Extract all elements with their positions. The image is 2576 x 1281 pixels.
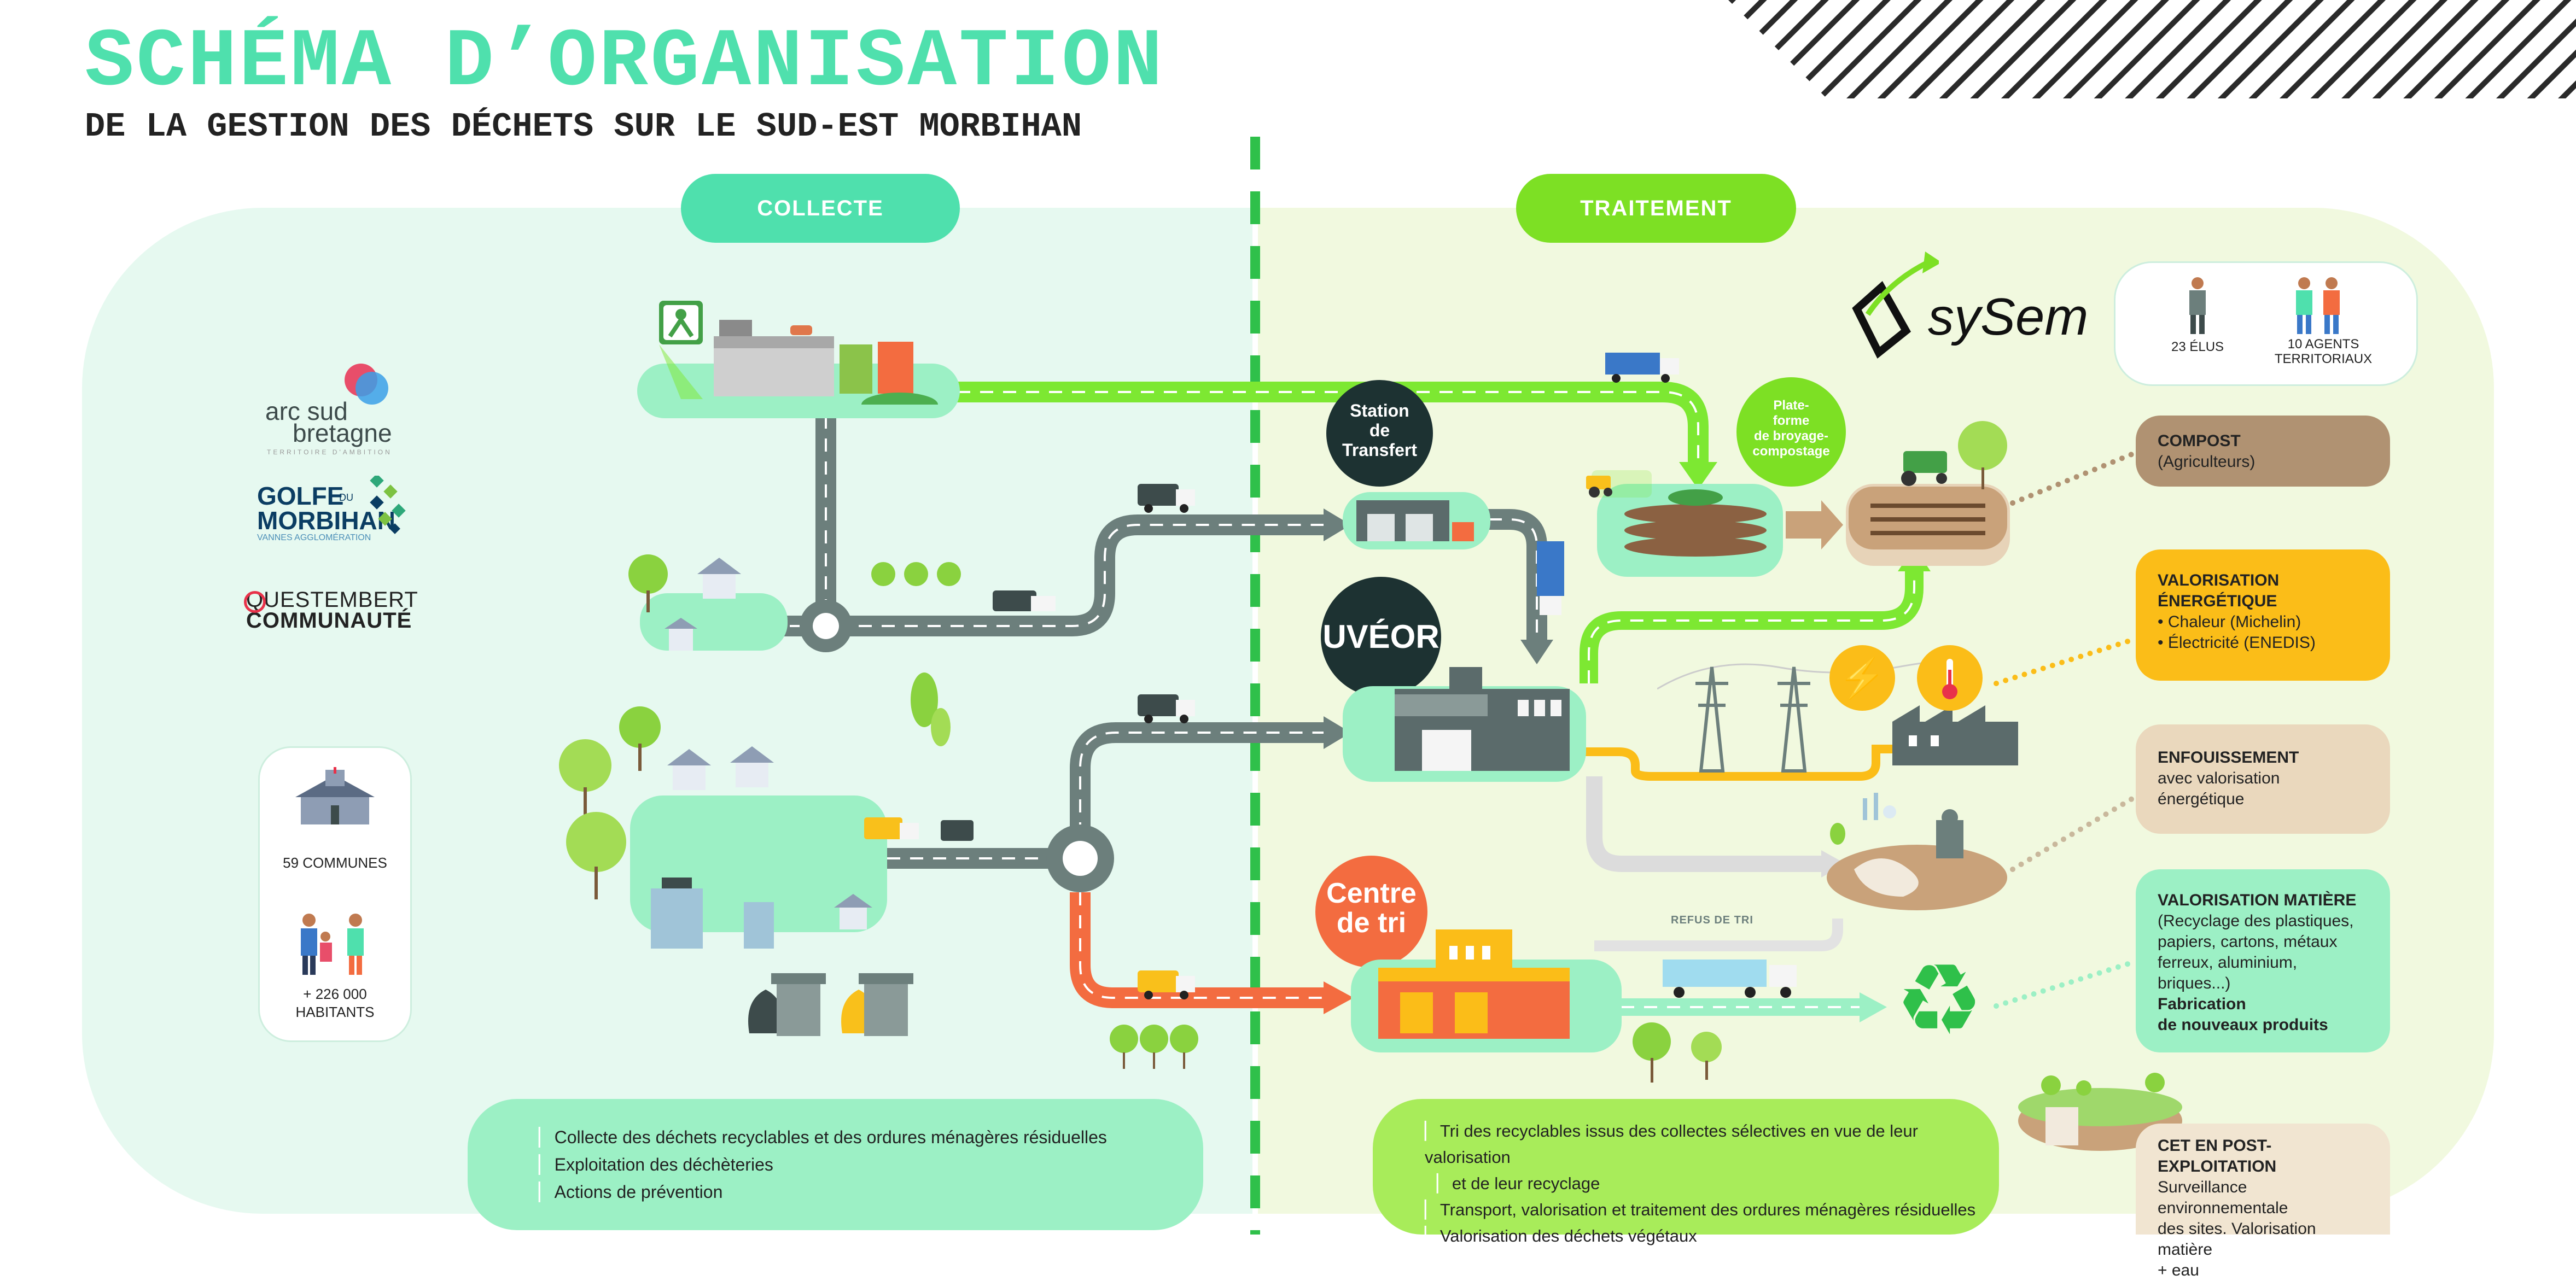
decheterie-icon [659, 301, 938, 405]
trees-row-2 [1633, 1022, 1722, 1083]
output-enfouissement: ENFOUISSEMENT avec valorisation énergéti… [2136, 724, 2390, 834]
station-building-icon [1356, 500, 1474, 541]
output-valorisation-energetique: VALORISATION ÉNERGÉTIQUE • Chaleur (Mich… [2136, 549, 2390, 681]
dotted-connectors [1994, 451, 2136, 1009]
agents-icon [2296, 277, 2340, 334]
traitement-item: Transport, valorisation et traitement de… [1425, 1197, 1999, 1223]
page-title: SCHÉMA D’ORGANISATION [85, 16, 1165, 109]
stats-card-traitement: 23 ÉLUS 10 AGENTS TERRITORIAUX [2114, 261, 2418, 386]
grey-roads [744, 416, 1553, 892]
logo-golfe-morbihan: GOLFE DU MORBIHAN VANNES AGGLOMÉRATION [257, 476, 410, 552]
thermometer-icon [1917, 645, 1983, 711]
stripes-decoration [1728, 0, 2576, 98]
village-2-icons [559, 672, 974, 949]
compost-arrow [1786, 500, 1843, 549]
stat-communes: 59 COMMUNES [283, 855, 387, 871]
truck-icon-2 [1138, 694, 1195, 723]
section-traitement: TRAITEMENT [1516, 174, 1796, 243]
town-hall-icon [295, 767, 375, 824]
container-truck-icon [1537, 541, 1564, 615]
yellow-truck-icon [1138, 970, 1195, 999]
label-refus-tri: REFUS DE TRI [1671, 914, 1753, 926]
collecte-description: Collecte des déchets recyclables et des … [468, 1099, 1203, 1230]
collecte-item: Exploitation des déchèteries [539, 1151, 1203, 1178]
traitement-item: Tri des recyclables issus des collectes … [1425, 1118, 1999, 1171]
green-recycling-road [1575, 992, 1887, 1022]
village-1-icons [628, 554, 1056, 651]
green-vegetal-road [957, 382, 1717, 489]
people-icon [301, 914, 364, 975]
bubble-uveor: UVÉOR [1321, 577, 1441, 697]
compost-windrows-icon [1586, 470, 1767, 557]
collecte-item: Collecte des déchets recyclables et des … [539, 1124, 1203, 1151]
stat-elus: 23 ÉLUS [2171, 340, 2224, 354]
mosaic-icon [370, 476, 406, 534]
centre-tri-building-icon [1378, 929, 1570, 1039]
energy-pipe [1575, 745, 1892, 781]
trees-row-1 [1110, 1025, 1198, 1069]
stat-agents-value: 10 AGENTS [2287, 337, 2359, 352]
truck-icon [1138, 484, 1195, 513]
uveor-building-icon [1395, 667, 1570, 771]
orange-recyclables-road [1070, 892, 1354, 1014]
output-valorisation-matiere: VALORISATION MATIÈRE (Recyclage des plas… [2136, 869, 2390, 1052]
stat-habitants-value: + 226 000 [303, 986, 367, 1002]
elu-icon [2189, 277, 2206, 334]
bubble-station-transfert: Station de Transfert [1326, 380, 1433, 487]
traitement-item: et de leur recyclage [1425, 1171, 1999, 1197]
flow-diagram [744, 382, 2136, 1022]
stat-habitants-label: HABITANTS [295, 1004, 375, 1020]
recycle-icon: ♻ [1895, 945, 1984, 1055]
logo-sysem: sySem [1835, 249, 2088, 375]
grey-light-roads [1586, 776, 1846, 951]
bubble-plateforme: Plate- forme de broyage- compostage [1736, 377, 1846, 487]
village-1-platform [640, 593, 788, 651]
blue-truck-icon [1605, 353, 1679, 383]
sysem-mark-icon [1852, 251, 1939, 359]
landfill-icon [1827, 793, 2007, 910]
logo-arc-sud-bretagne: arc sud bretagne TERRITOIRE D'AMBITION [263, 361, 405, 456]
compost-field-icon [1849, 421, 2007, 549]
stat-agents-label: TERRITORIAUX [2274, 352, 2373, 366]
page-subtitle: DE LA GESTION DES DÉCHETS SUR LE SUD-EST… [85, 107, 1082, 146]
traitement-description: Tri des recyclables issus des collectes … [1373, 1099, 1999, 1245]
logo-questembert: QUESTEMBERT COMMUNAUTÉ [244, 588, 427, 642]
lightning-icon: ⚡ [1829, 645, 1895, 711]
semi-truck-icon [1663, 960, 1797, 998]
output-cet-post-exploitation: CET EN POST-EXPLOITATION Surveillance en… [2136, 1124, 2390, 1279]
section-collecte: COLLECTE [681, 174, 960, 243]
collecte-item: Actions de prévention [539, 1178, 1203, 1206]
output-compost: COMPOST (Agriculteurs) [2136, 416, 2390, 487]
bubble-centre-tri: Centre de tri [1315, 856, 1427, 968]
divider-line [1250, 137, 1260, 1235]
bins-icon [748, 973, 913, 1036]
stats-card-collecte: 59 COMMUNES + 226 000 HABITANTS [258, 746, 412, 1042]
traitement-item: Valorisation des déchets végétaux [1425, 1223, 1999, 1249]
